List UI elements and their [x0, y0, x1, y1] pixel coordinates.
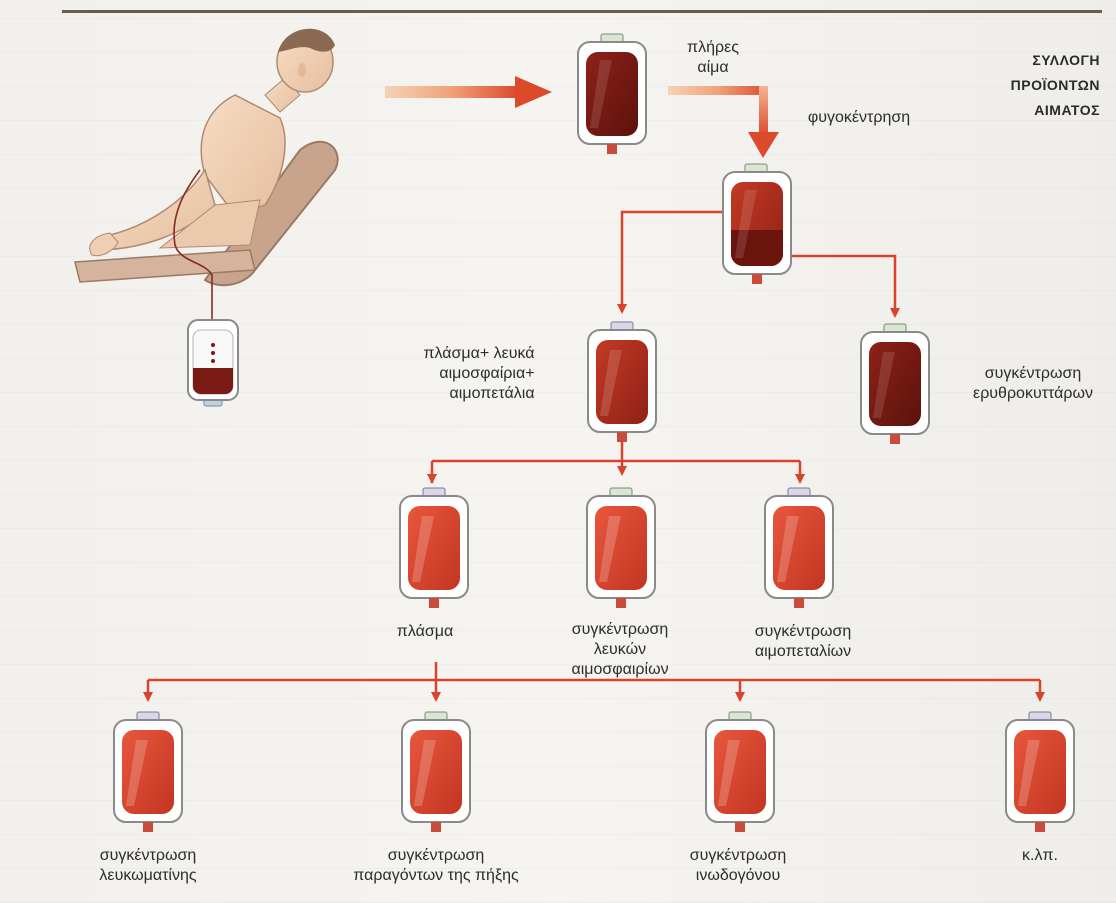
label-albumin: συγκέντρωση λευκωματίνης — [99, 846, 196, 886]
donor-illustration — [75, 29, 338, 320]
donation-arrow — [385, 76, 552, 108]
bag-clotting-factors — [402, 712, 470, 832]
title-line: ΣΥΛΛΟΓΗ — [1008, 48, 1100, 73]
label-etc: κ.λπ. — [1022, 846, 1058, 866]
label-whole-blood: πλήρες αίμα — [687, 38, 739, 78]
label-clotting-factors: συγκέντρωση παραγόντων της πήξης — [353, 846, 518, 886]
bag-etc — [1006, 712, 1074, 832]
title-line: ΑΙΜΑΤΟΣ — [1008, 98, 1100, 123]
bag-centrifuged — [723, 164, 791, 284]
bag-red-cells — [861, 324, 929, 444]
centrifuge-arrow — [668, 86, 779, 158]
collection-bag — [188, 320, 238, 406]
label-plasma-mix: πλάσμα+ λευκά αιμοσφαίρια+ αιμοπετάλια — [423, 344, 534, 404]
label-fibrinogen: συγκέντρωση ινωδογόνου — [690, 846, 786, 886]
bag-white-cells — [587, 488, 655, 608]
bag-plasma — [400, 488, 468, 608]
bag-plasma-mix — [588, 322, 656, 442]
title-line: ΠΡΟΪΟΝΤΩΝ — [1008, 73, 1100, 98]
bag-fibrinogen — [706, 712, 774, 832]
bag-platelets — [765, 488, 833, 608]
bag-whole-blood — [578, 34, 646, 154]
label-centrifugation: φυγοκέντρηση — [808, 108, 910, 128]
bag-albumin — [114, 712, 182, 832]
label-white-cells: συγκέντρωση λευκών αιμοσφαιρίων — [571, 620, 668, 680]
label-red-cells: συγκέντρωση ερυθροκυττάρων — [973, 364, 1093, 404]
label-plasma: πλάσμα — [397, 622, 453, 642]
diagram-title: ΣΥΛΛΟΓΗ ΠΡΟΪΟΝΤΩΝ ΑΙΜΑΤΟΣ — [1008, 48, 1100, 123]
label-platelets: συγκέντρωση αιμοπεταλίων — [755, 622, 851, 662]
